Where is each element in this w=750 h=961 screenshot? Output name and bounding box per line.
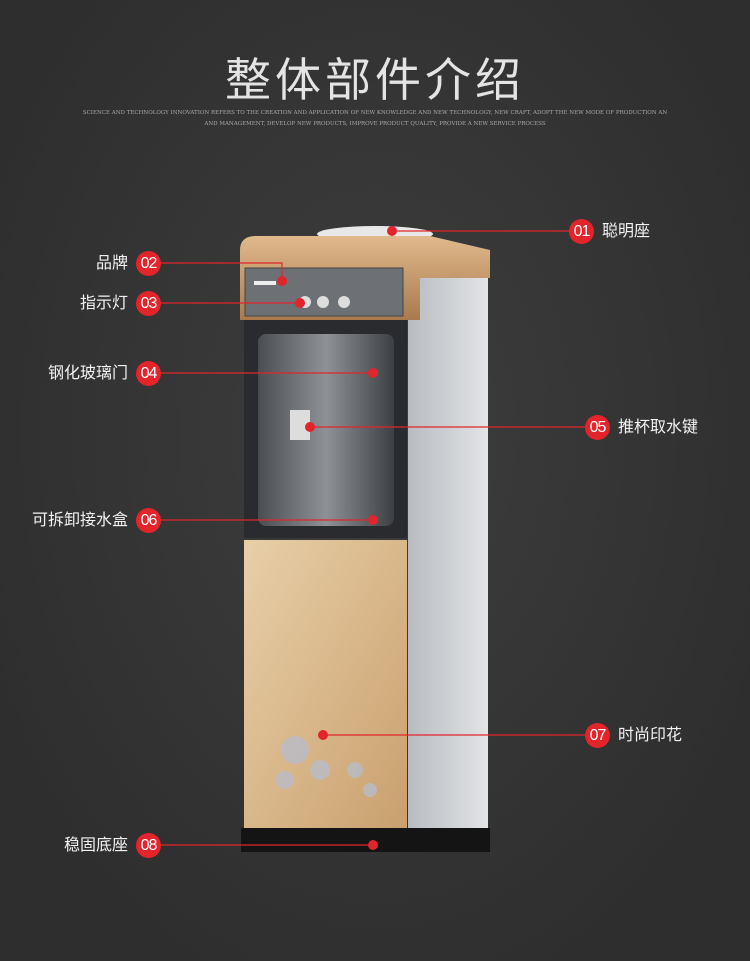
- callout-label-print: 时尚印花: [618, 725, 683, 744]
- callout-number-03: 03: [136, 291, 161, 316]
- printed-door: [244, 540, 407, 828]
- callout-label-brand: 品牌: [95, 253, 128, 272]
- callout-number-07: 07: [585, 723, 610, 748]
- base: [241, 828, 490, 852]
- callout-label-glass-door: 钢化玻璃门: [47, 363, 128, 382]
- indicator-light: [317, 296, 329, 308]
- callout-label-base: 稳固底座: [63, 835, 128, 854]
- callout-number-01: 01: [569, 219, 594, 244]
- page-title: 整体部件介绍: [225, 53, 525, 107]
- callout-number-02: 02: [136, 251, 161, 276]
- callout-number-04: 04: [136, 361, 161, 386]
- control-panel: [244, 267, 404, 317]
- flower-print: [276, 736, 377, 797]
- callout-number-05: 05: [585, 415, 610, 440]
- indicator-light: [338, 296, 350, 308]
- subtitle-line: AND MANAGEMENT, DEVELOP NEW PRODUCTS, IM…: [204, 121, 546, 127]
- callout-label-smart-seat: 聪明座: [602, 221, 651, 240]
- push-cup-key: [290, 410, 310, 440]
- subtitle: SCIENCE AND TECHNOLOGY INNOVATION REFERS…: [10, 108, 740, 130]
- subtitle-line: SCIENCE AND TECHNOLOGY INNOVATION REFERS…: [82, 110, 668, 116]
- brand-logo: [254, 281, 276, 285]
- callout-label-drip-tray: 可拆卸接水盒: [31, 510, 128, 529]
- callout-label-indicator: 指示灯: [79, 293, 128, 312]
- side-panel: [408, 250, 488, 830]
- callout-dots: [277, 226, 397, 850]
- glass-window: [258, 334, 394, 526]
- callout-lines: [160, 230, 585, 846]
- callout-label-push-cup-key: 推杯取水键: [618, 417, 699, 436]
- callout-number-08: 08: [136, 833, 161, 858]
- callout-number-06: 06: [136, 508, 161, 533]
